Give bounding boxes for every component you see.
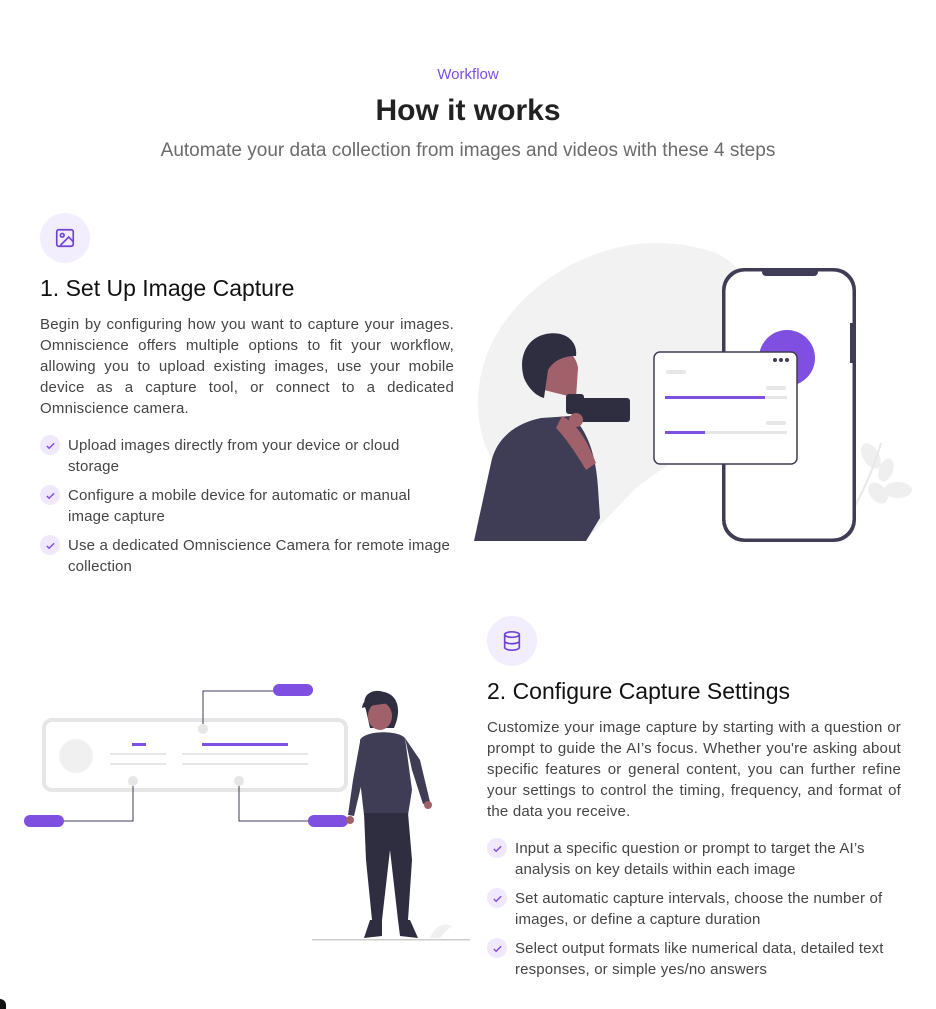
woman-settings-illustration <box>24 684 470 941</box>
step-1-icon-badge <box>40 213 90 263</box>
step-1-description: Begin by configuring how you want to cap… <box>40 316 454 417</box>
bullet-text: Upload images directly from your device … <box>68 437 400 475</box>
list-item: Select output formats like numerical dat… <box>487 938 901 980</box>
list-item: Upload images directly from your device … <box>40 435 454 477</box>
check-icon <box>40 535 60 555</box>
page-subtitle: Automate your data collection from image… <box>160 140 776 161</box>
bullet-text: Select output formats like numerical dat… <box>515 940 884 978</box>
step-1: 1. Set Up Image Capture Begin by configu… <box>40 213 454 585</box>
list-item: Configure a mobile device for automatic … <box>40 485 454 527</box>
step-2-description: Customize your image capture by starting… <box>487 719 901 820</box>
step-2-bullets: Input a specific question or prompt to t… <box>487 838 901 980</box>
bullet-text: Use a dedicated Omniscience Camera for r… <box>68 537 450 575</box>
step-2: 2. Configure Capture Settings Customize … <box>487 616 901 988</box>
database-icon <box>503 631 521 651</box>
image-icon <box>55 228 75 248</box>
list-item: Use a dedicated Omniscience Camera for r… <box>40 535 454 577</box>
check-icon <box>40 485 60 505</box>
window-corner <box>0 999 6 1009</box>
check-icon <box>487 888 507 908</box>
bullet-text: Set automatic capture intervals, choose … <box>515 890 883 928</box>
bullet-text: Configure a mobile device for automatic … <box>68 487 411 525</box>
step-2-title: 2. Configure Capture Settings <box>487 678 791 704</box>
check-icon <box>487 838 507 858</box>
check-icon <box>487 938 507 958</box>
photographer-phone-illustration <box>474 243 912 542</box>
bullet-text: Input a specific question or prompt to t… <box>515 840 865 878</box>
list-item: Input a specific question or prompt to t… <box>487 838 901 880</box>
step-1-title: 1. Set Up Image Capture <box>40 275 295 301</box>
check-icon <box>40 435 60 455</box>
page-title: How it works <box>375 94 561 127</box>
step-2-icon-badge <box>487 616 537 666</box>
step-1-bullets: Upload images directly from your device … <box>40 435 454 577</box>
section-eyebrow: Workflow <box>437 66 499 83</box>
list-item: Set automatic capture intervals, choose … <box>487 888 901 930</box>
